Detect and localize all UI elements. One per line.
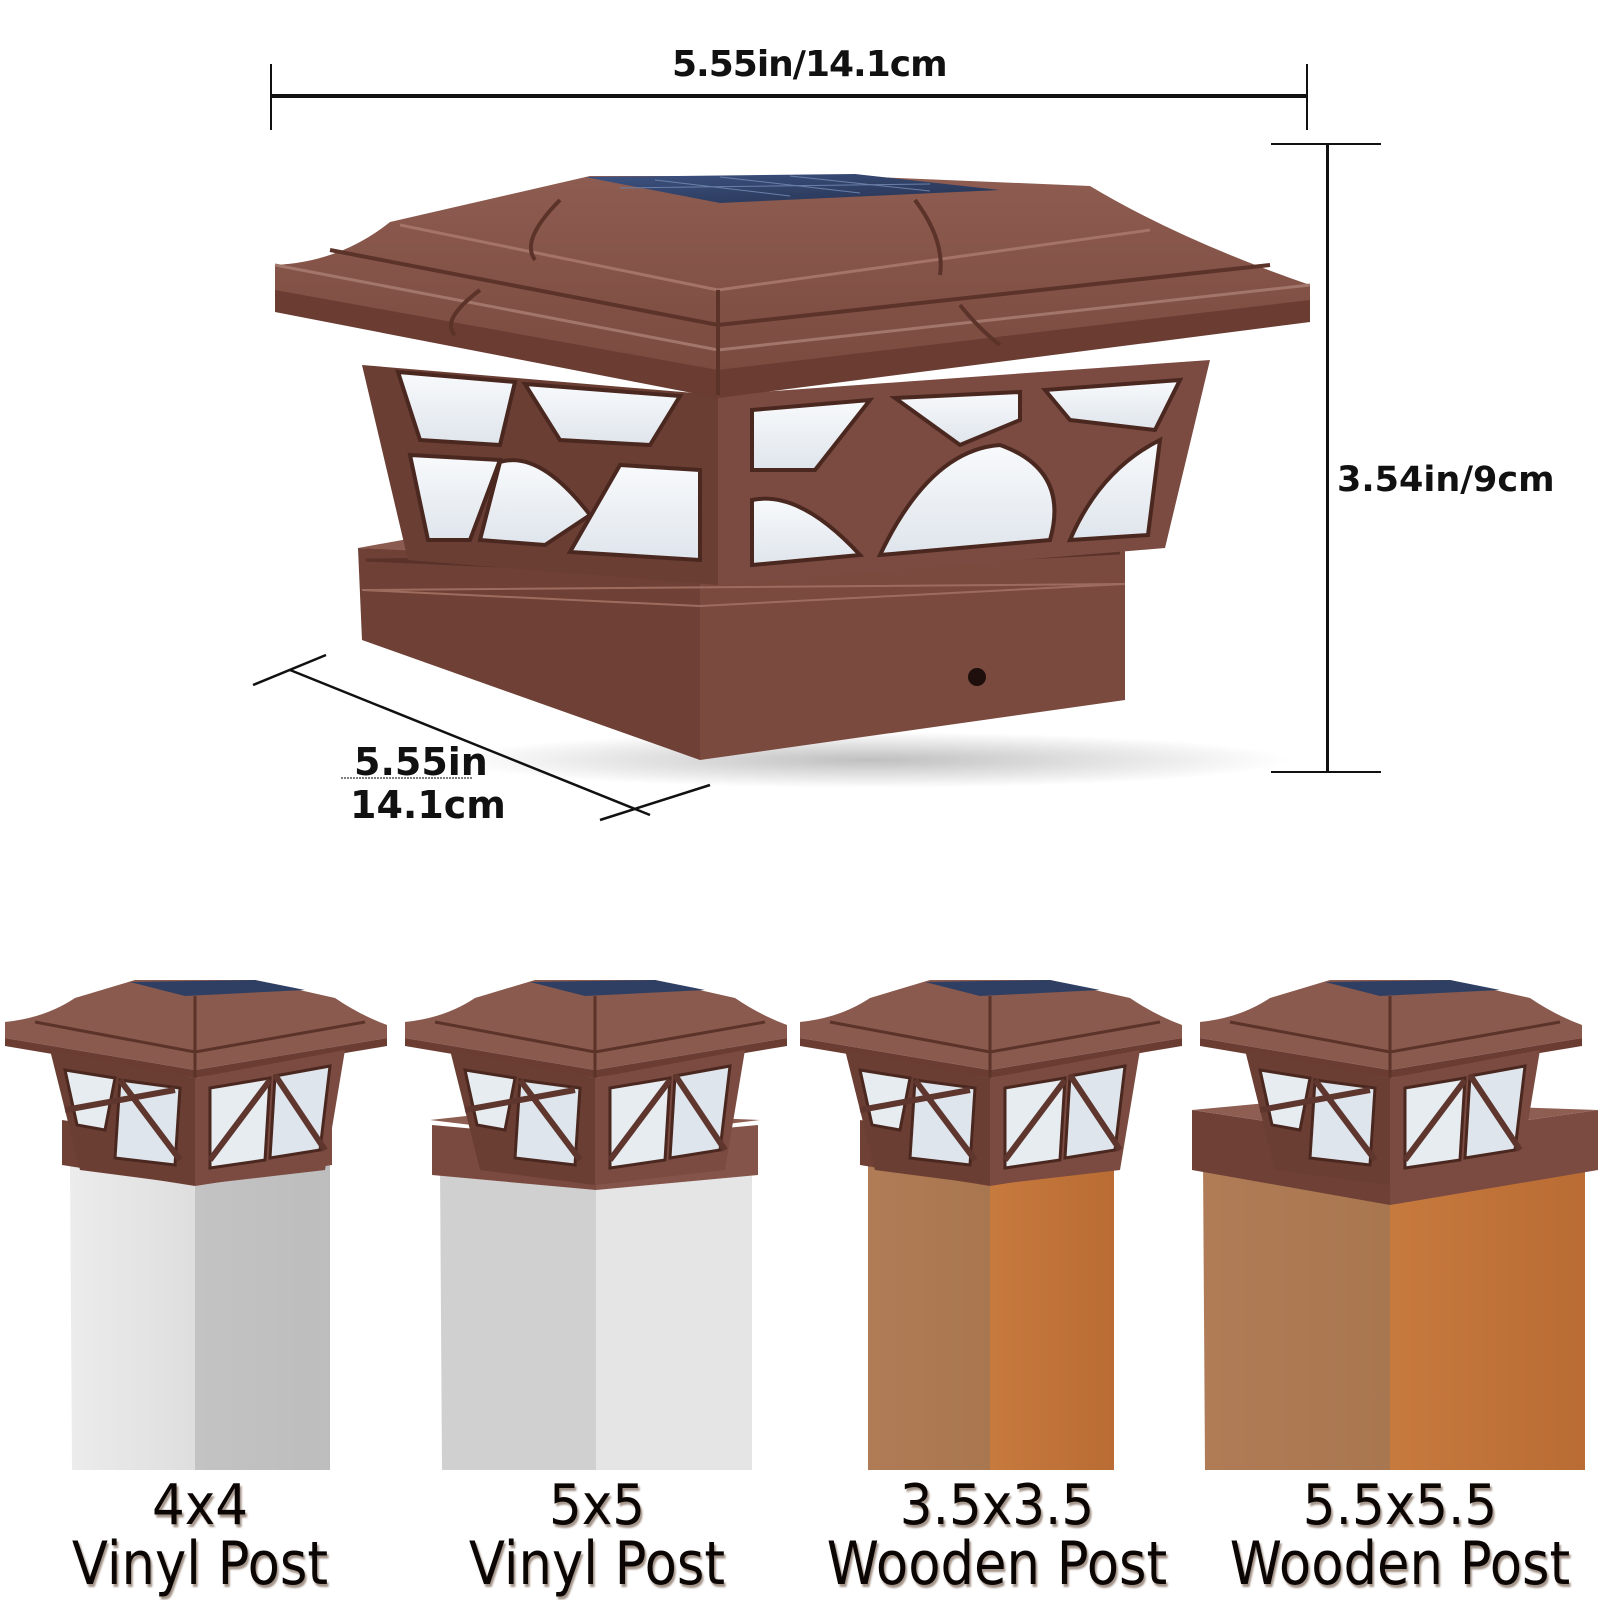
post-label-1: 4x4 Vinyl Post [0, 1473, 400, 1599]
height-line [1326, 143, 1329, 773]
width-label: 5.55in/14.1cm [672, 44, 948, 85]
lamp-body [362, 360, 1210, 585]
post-size-4: 5.5x5.5 [1302, 1473, 1498, 1538]
post-size-2: 5x5 [548, 1473, 646, 1538]
post-label-4: 5.5x5.5 Wooden Post [1200, 1473, 1600, 1599]
post-size-3: 3.5x3.5 [899, 1473, 1095, 1538]
height-label: 3.54in/9cm [1337, 460, 1555, 500]
post-size-1: 4x4 [151, 1473, 249, 1538]
width-tick-right [1306, 64, 1308, 130]
depth-label-cm: 14.1cm [350, 783, 506, 827]
post-type-3: Wooden Post [826, 1529, 1168, 1599]
width-line [270, 94, 1308, 98]
post-type-4: Wooden Post [1229, 1529, 1571, 1599]
post-5x5-vinyl [405, 980, 787, 1470]
post-type-1: Vinyl Post [71, 1529, 329, 1599]
height-tick-bottom [1271, 771, 1381, 773]
post-3.5x3.5-wooden [800, 980, 1182, 1470]
post-5.5x5.5-wooden [1192, 980, 1598, 1470]
lamp-roof [274, 174, 1311, 398]
post-4x4-vinyl [5, 980, 387, 1470]
post-label-2: 5x5 Vinyl Post [397, 1473, 797, 1599]
post-type-2: Vinyl Post [468, 1529, 726, 1599]
lamp-shadow [450, 732, 1290, 788]
screw-hole-icon [968, 668, 986, 686]
solar-panel [585, 174, 1000, 203]
post-label-3: 3.5x3.5 Wooden Post [797, 1473, 1197, 1599]
